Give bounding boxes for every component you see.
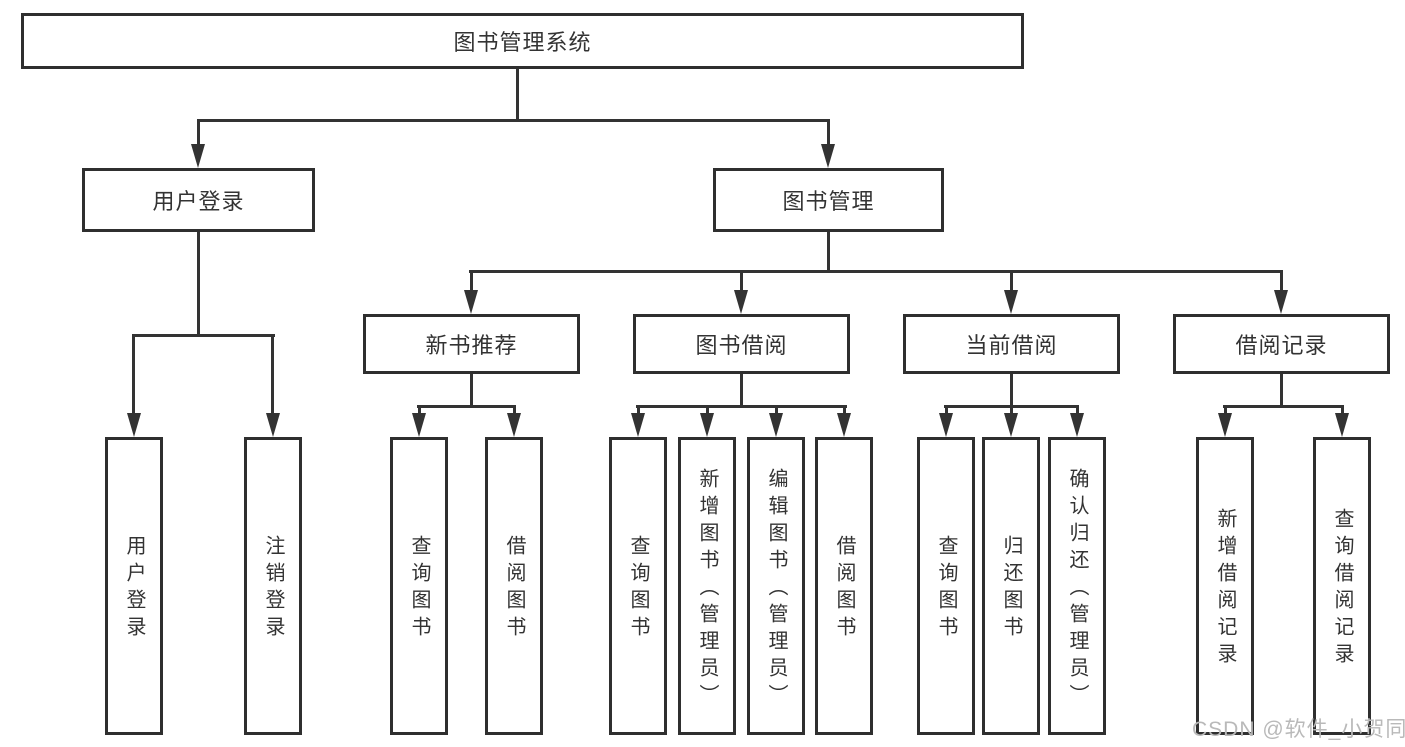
connector-line	[1280, 270, 1283, 293]
node-book-borrow: 图书借阅	[633, 314, 850, 374]
connector-line	[197, 232, 200, 336]
connector-line	[132, 334, 135, 416]
node-current-borrow: 当前借阅	[903, 314, 1120, 374]
connector-line	[1076, 405, 1079, 417]
leaf-confirm-return-admin: 确认归还（管理员）	[1048, 437, 1106, 735]
connector-line	[1280, 374, 1283, 408]
leaf-query-book-recommend: 查询图书	[390, 437, 448, 735]
leaf-add-book-admin: 新增图书（管理员）	[678, 437, 736, 735]
connector-line	[271, 334, 274, 416]
leaf-query-borrow-record: 查询借阅记录	[1313, 437, 1371, 735]
connector-line	[1341, 405, 1344, 417]
arrowhead-icon	[266, 413, 280, 437]
arrowhead-icon	[127, 413, 141, 437]
connector-line	[516, 69, 519, 121]
connector-line	[513, 405, 516, 417]
leaf-edit-book-admin: 编辑图书（管理员）	[747, 437, 805, 735]
arrowhead-icon	[939, 413, 953, 437]
arrowhead-icon	[769, 413, 783, 437]
csdn-watermark: CSDN @软件_小贺同学	[1192, 718, 1405, 741]
connector-line	[470, 374, 473, 408]
arrowhead-icon	[507, 413, 521, 437]
connector-line	[636, 405, 847, 408]
connector-line	[417, 405, 516, 408]
connector-line	[469, 270, 1283, 273]
leaf-query-book-current: 查询图书	[917, 437, 975, 735]
connector-line	[470, 270, 473, 293]
arrowhead-icon	[631, 413, 645, 437]
node-root: 图书管理系统	[21, 13, 1024, 69]
connector-line	[1224, 405, 1227, 417]
arrowhead-icon	[412, 413, 426, 437]
connector-line	[637, 405, 640, 417]
connector-line	[132, 334, 275, 337]
arrowhead-icon	[821, 144, 835, 168]
node-borrow-records: 借阅记录	[1173, 314, 1390, 374]
leaf-query-book-borrow: 查询图书	[609, 437, 667, 735]
connector-line	[740, 374, 743, 408]
leaf-logout: 注销登录	[244, 437, 302, 735]
leaf-user-login: 用户登录	[105, 437, 163, 735]
arrowhead-icon	[734, 290, 748, 314]
connector-line	[775, 405, 778, 417]
connector-line	[1010, 405, 1013, 417]
leaf-borrow-book-recommend: 借阅图书	[485, 437, 543, 735]
connector-line	[740, 270, 743, 293]
arrowhead-icon	[191, 144, 205, 168]
connector-line	[197, 119, 830, 122]
connector-line	[706, 405, 709, 417]
leaf-add-borrow-record: 新增借阅记录	[1196, 437, 1254, 735]
connector-line	[843, 405, 846, 417]
arrowhead-icon	[1335, 413, 1349, 437]
connector-line	[827, 232, 830, 273]
arrowhead-icon	[1004, 290, 1018, 314]
connector-line	[1223, 405, 1344, 408]
arrowhead-icon	[1070, 413, 1084, 437]
connector-line	[197, 119, 200, 147]
node-user-login: 用户登录	[82, 168, 315, 232]
connector-line	[1010, 374, 1013, 408]
connector-line	[827, 119, 830, 147]
arrowhead-icon	[700, 413, 714, 437]
leaf-return-book: 归还图书	[982, 437, 1040, 735]
node-book-management: 图书管理	[713, 168, 944, 232]
arrowhead-icon	[464, 290, 478, 314]
node-new-book-recommend: 新书推荐	[363, 314, 580, 374]
connector-line	[1010, 270, 1013, 293]
arrowhead-icon	[1218, 413, 1232, 437]
connector-line	[945, 405, 948, 417]
arrowhead-icon	[1004, 413, 1018, 437]
arrowhead-icon	[837, 413, 851, 437]
arrowhead-icon	[1274, 290, 1288, 314]
leaf-borrow-book: 借阅图书	[815, 437, 873, 735]
connector-line	[418, 405, 421, 417]
